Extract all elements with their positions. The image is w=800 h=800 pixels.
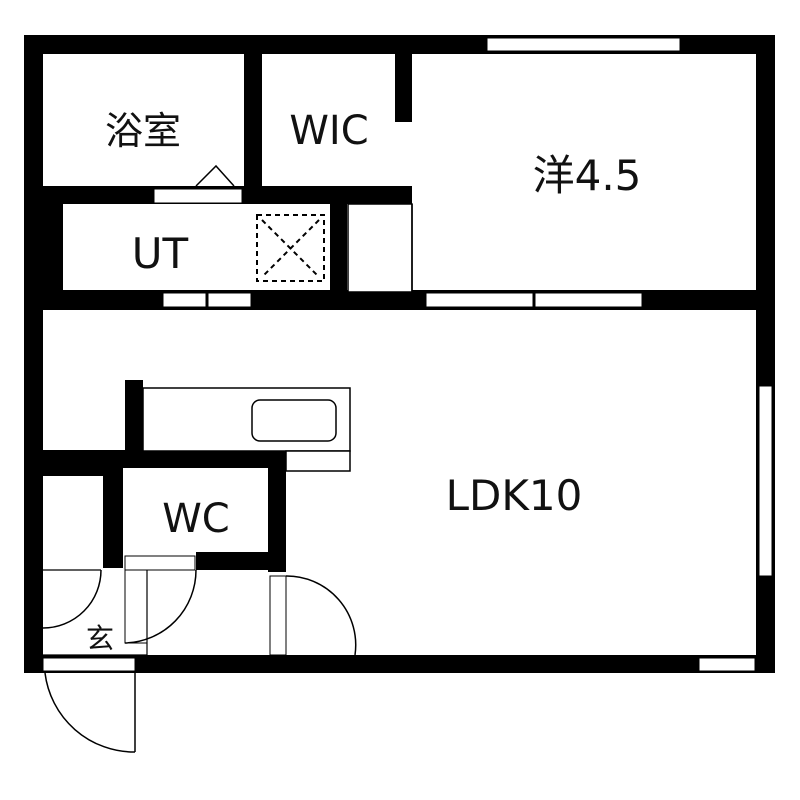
room-label-bath: 浴室 — [105, 109, 181, 153]
room-label-ldk: LDK10 — [446, 471, 583, 520]
closet-door-swing — [42, 569, 102, 629]
washer-pan-icon — [256, 214, 325, 282]
room-label-toilet: WC — [162, 496, 229, 542]
window-bottom — [698, 657, 756, 672]
wc-door-swing — [124, 569, 197, 644]
wc-door-leaf — [124, 569, 148, 644]
closet-outline — [347, 203, 413, 293]
window-right — [758, 385, 773, 577]
room-label-utility: UT — [132, 229, 189, 278]
room-label-western: 洋4.5 — [533, 151, 642, 200]
room-label-wic: WIC — [289, 108, 368, 154]
ldk-door-swing — [285, 575, 357, 656]
bath-door — [153, 188, 243, 204]
front-door-swing — [44, 672, 136, 753]
ut-door-left — [162, 292, 207, 308]
window-top — [486, 37, 681, 52]
room-door-right — [534, 292, 643, 308]
kitchen-counter — [142, 387, 351, 472]
room-label-entrance: 玄 — [86, 622, 114, 655]
front-door-frame — [42, 657, 136, 672]
room-door-left — [425, 292, 534, 308]
ldk-door-leaf — [269, 575, 287, 656]
wc-door — [124, 555, 196, 571]
bath-vent-icon — [195, 164, 235, 187]
ut-door-right — [207, 292, 252, 308]
